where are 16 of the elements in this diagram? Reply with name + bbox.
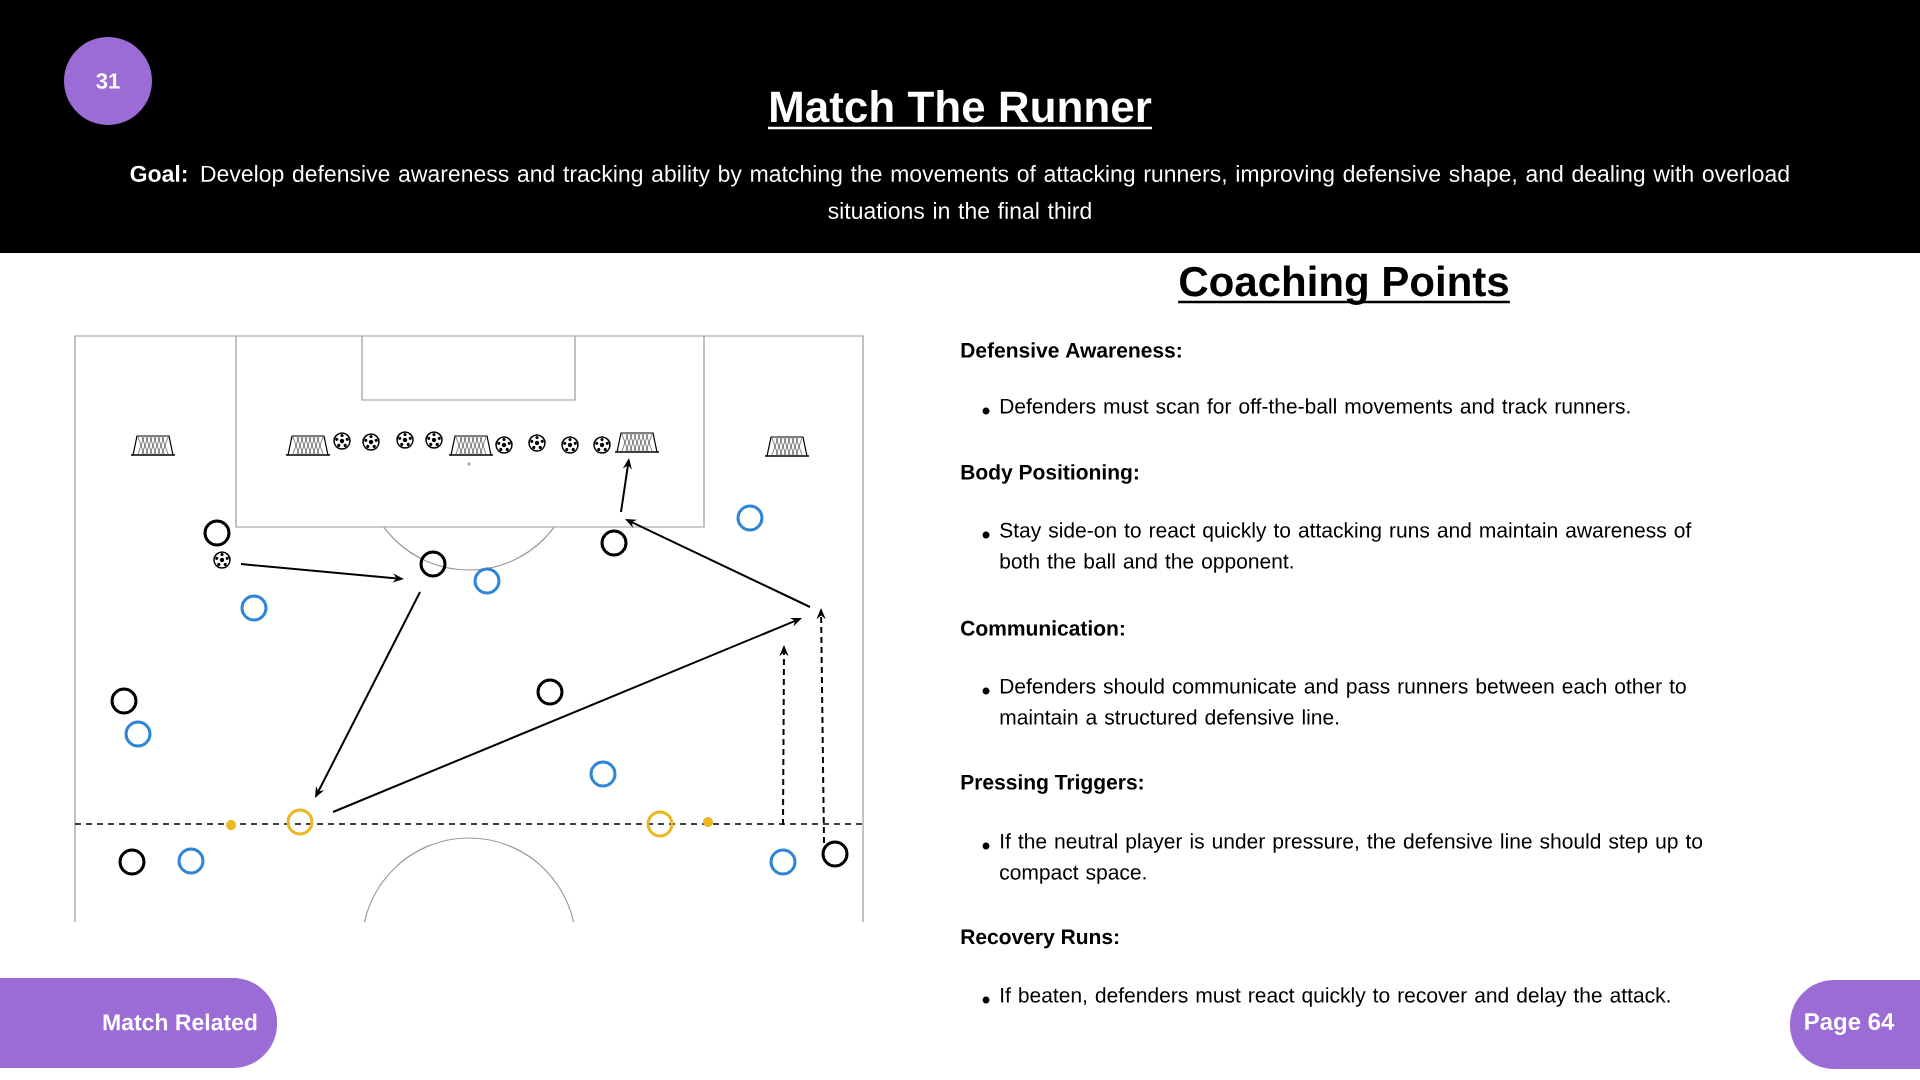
title: Match The Runner — [767, 90, 1153, 130]
page-tab: Page 64 — [1790, 980, 1920, 1069]
bullet-text: If beaten, defenders must react quickly to recover and delay the attack. — [1001, 987, 1670, 1007]
point-heading: Communication: — [961, 620, 1124, 636]
bullet-text: If the neutral player is under pressure, the defensive line should step up to compact space. — [1000, 833, 1703, 884]
bullet-text: Defenders should communicate and pass runners between each other to maintain a structured defensive line. — [1000, 678, 1686, 725]
point-heading: Pressing Triggers: — [961, 774, 1143, 794]
point-heading: Defensive Awareness: — [961, 342, 1181, 358]
bullet-text: Stay side-on to react quickly to attacking runs and maintain awareness of both the ball and the opponent. — [1000, 522, 1692, 573]
goal-text: Goal: Develop defensive awareness and tracking ability by matching the movements of attacking runners, improving defensive shape, and dealing with overload situations in the final third — [130, 165, 1789, 219]
category-tab: Match Related — [0, 978, 277, 1068]
point-heading: Recovery Runs: — [961, 929, 1119, 949]
section-heading: Coaching Points — [1178, 265, 1510, 305]
point-heading: Body Positioning: — [961, 464, 1138, 484]
bullet-text: Defenders must scan for off-the-ball movements and track runners. — [1000, 398, 1630, 414]
number-badge: 31 — [64, 37, 152, 125]
